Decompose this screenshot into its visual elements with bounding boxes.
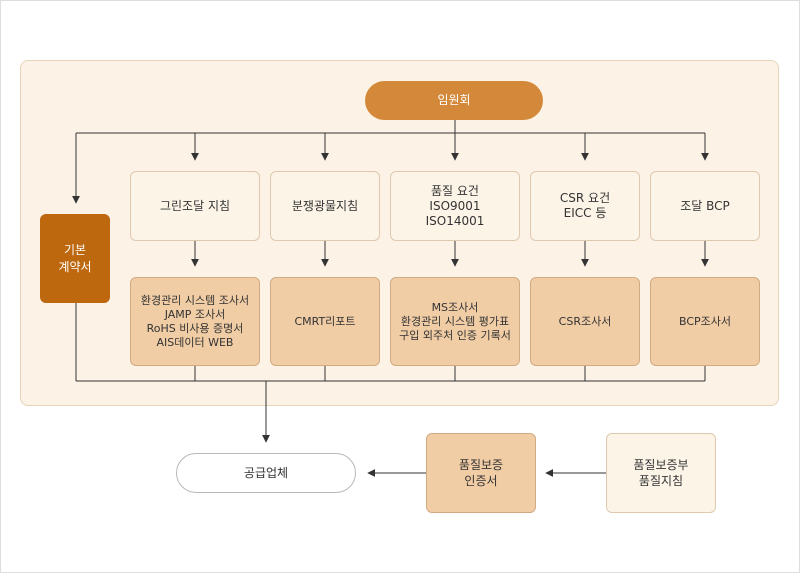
cmrt-report-node: CMRT리포트 xyxy=(270,277,380,366)
conflict-minerals-guideline-node: 분쟁광물지침 xyxy=(270,171,380,241)
quality-certificate-node: 품질보증 인증서 xyxy=(426,433,536,513)
basic-contract-node: 기본 계약서 xyxy=(40,214,110,303)
procurement-bcp-node: 조달 BCP xyxy=(650,171,760,241)
executive-board-node: 임원회 xyxy=(365,81,543,120)
ms-survey-node: MS조사서 환경관리 시스템 평가표 구입 외주처 인증 기록서 xyxy=(390,277,520,366)
bcp-survey-node: BCP조사서 xyxy=(650,277,760,366)
quality-requirements-node: 품질 요건 ISO9001 ISO14001 xyxy=(390,171,520,241)
quality-guideline-node: 품질보증부 품질지침 xyxy=(606,433,716,513)
green-procurement-guideline-node: 그린조달 지침 xyxy=(130,171,260,241)
csr-survey-node: CSR조사서 xyxy=(530,277,640,366)
environment-survey-node: 환경관리 시스템 조사서 JAMP 조사서 RoHS 비사용 증명서 AIS데이… xyxy=(130,277,260,366)
csr-requirements-node: CSR 요건 EICC 등 xyxy=(530,171,640,241)
supplier-node: 공급업체 xyxy=(176,453,356,493)
